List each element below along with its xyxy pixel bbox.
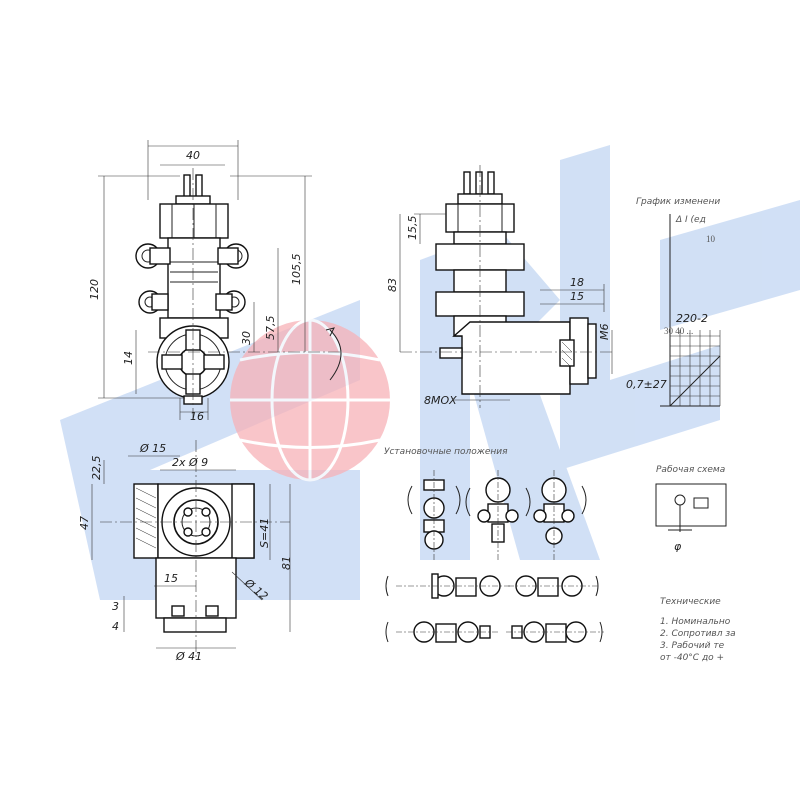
dim-bottom-47: 47 [78,516,91,530]
scheme-phi: φ [674,540,682,553]
mounting-positions [385,470,604,643]
graph-panel: График изменени Δ I (ед 10 220-2 30 40 .… [626,197,721,407]
dim-bottom-s41: S=41 [258,518,271,548]
graph-axis-label: Δ I (ед [675,215,706,225]
tech-item-3: 3. Рабочий те [660,641,725,651]
position-3 [533,470,587,560]
position-7 [506,621,604,643]
tech-item-1: 1. Номинально [660,617,731,627]
positions-title: Установочные положения [384,447,508,457]
front-view: 40 [88,140,342,423]
position-4 [385,573,510,599]
dim-front-14: 14 [122,351,135,365]
dim-bottom-2x9: 2x Ø 9 [172,456,208,469]
position-1 [407,470,461,560]
side-bottom-label: 8MОХ [424,394,457,407]
dim-bottom-225: 22,5 [90,456,103,481]
tech-title: Технические [660,597,721,607]
side-view: 15,5 83 18 15 M6 8MОХ [386,165,613,408]
dim-front-30: 30 [240,331,253,345]
dim-front-575: 57,5 [264,316,277,341]
tech-item-2: 2. Сопротивл за [660,629,736,639]
dim-bottom-d41: Ø 41 [175,650,202,663]
dim-bottom-3: 3 [112,600,119,613]
scheme-title: Рабочая схема [656,465,725,475]
dim-bottom-81: 81 [280,556,293,570]
graph-label-220: 220-2 [676,312,708,325]
scheme-panel: Рабочая схема φ [655,465,727,553]
dim-side-15: 15 [570,290,584,303]
dim-side-18: 18 [570,276,584,289]
dim-side-155: 15,5 [406,216,419,241]
tech-panel: Технические 1. Номинально 2. Сопротивл з… [660,597,736,663]
graph-grid [670,330,721,406]
graph-label-x: 0,7±27 [626,378,667,391]
dim-front-width: 40 [186,149,200,162]
dim-side-83: 83 [386,278,399,292]
dim-front-16: 16 [190,410,204,423]
graph-title: График изменени [636,197,720,207]
dim-bottom-d15: Ø 15 [139,442,166,455]
graph-label-sub: 30 40 ... [664,326,693,336]
tech-item-4: от -40°С до + [660,653,724,663]
position-2 [465,470,531,560]
dim-bottom-d12: Ø 12 [241,576,270,603]
dim-bottom-15: 15 [164,572,178,585]
graph-tick-top: 10 [706,234,716,244]
position-5 [508,575,600,597]
dim-front-height: 120 [88,279,101,300]
position-6 [385,621,500,643]
watermark-globe [230,318,390,482]
dim-front-105: 105,5 [290,254,303,286]
bottom-view: Ø 15 2x Ø 9 22,5 47 S=41 81 15 3 4 Ø 12 … [78,440,293,663]
dim-side-m: M6 [598,324,611,341]
dim-bottom-4: 4 [112,620,119,633]
